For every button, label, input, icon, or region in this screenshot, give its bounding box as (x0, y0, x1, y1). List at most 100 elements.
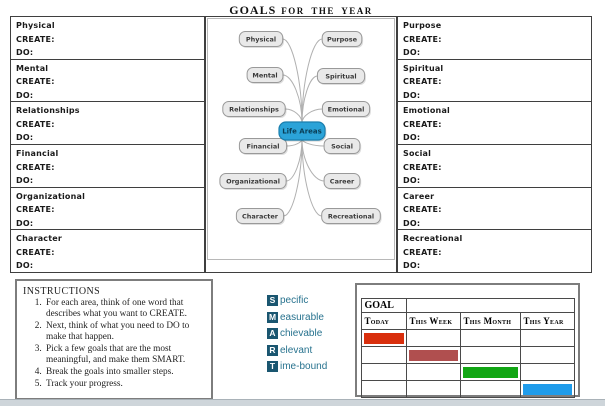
mindmap-node-label: Organizational (226, 177, 280, 185)
area-cell-mental: Mental CREATE: DO: (11, 60, 204, 103)
progress-bar (408, 349, 458, 361)
col-header-this-year: This Year (519, 312, 575, 330)
create-label: CREATE: (403, 247, 442, 257)
mindmap-connector (301, 108, 323, 124)
create-label: CREATE: (16, 205, 55, 215)
mindmap-node (323, 138, 361, 154)
area-label: Recreational (403, 234, 463, 244)
mindmap-node-label: Purpose (327, 35, 358, 43)
do-label: DO: (403, 218, 421, 228)
area-label: Social (403, 149, 432, 159)
mindmap-node (238, 138, 288, 154)
area-cell-relationships: Relationships CREATE: DO: (11, 102, 204, 146)
mindmap-node (321, 31, 363, 47)
instructions-box: INSTRUCTIONS For each area, think of one… (15, 279, 213, 400)
track-cell (360, 346, 407, 364)
create-label: CREATE: (16, 162, 55, 172)
mindmap-connector (285, 108, 303, 124)
progress-bar (522, 383, 572, 395)
mindmap-node (235, 208, 285, 224)
goal-tracker-box: GOAL Today This Week This Month This Yea… (355, 283, 580, 398)
do-label: DO: (16, 90, 34, 100)
area-cell-career: Career CREATE: DO: (398, 188, 591, 231)
life-areas-mindmap: PhysicalMentalRelationshipsFinancialOrga… (207, 18, 395, 260)
progress-bar (462, 366, 518, 378)
area-cell-social: Social CREATE: DO: (398, 145, 591, 188)
mindmap-node-label: Physical (246, 35, 276, 43)
track-cell (459, 329, 521, 347)
create-label: CREATE: (403, 162, 442, 172)
do-label: DO: (403, 90, 421, 100)
page-title-main: GOALS (229, 3, 277, 17)
area-label: Financial (16, 149, 59, 159)
smart-letter-badge: A (267, 328, 278, 339)
mindmap-node (316, 68, 366, 84)
mindmap-nodes: PhysicalMentalRelationshipsFinancialOrga… (219, 31, 382, 225)
area-cell-organizational: Organizational CREATE: DO: (11, 188, 204, 231)
mindmap-node-label: Career (330, 177, 355, 185)
do-label: DO: (403, 133, 421, 143)
goal-table: GOAL Today This Week This Month This Yea… (360, 298, 575, 398)
track-cell (405, 346, 461, 364)
col-header-today: Today (360, 312, 407, 330)
smart-letter-badge: R (267, 344, 278, 356)
area-cell-spiritual: Spiritual CREATE: DO: (398, 60, 591, 103)
instruction-item: For each area, think of one word that de… (44, 298, 209, 320)
mindmap-node (219, 173, 287, 189)
do-label: DO: (16, 261, 34, 271)
mindmap-connector (301, 75, 318, 124)
mindmap-node-label: Recreational (328, 212, 374, 220)
track-cell (519, 346, 575, 364)
track-cell (519, 329, 575, 347)
create-label: CREATE: (403, 205, 442, 215)
smart-letter-badge: S (267, 295, 278, 306)
mindmap-node-label: Character (242, 212, 279, 220)
mindmap-node (321, 101, 371, 117)
goal-title-row: GOAL (360, 298, 575, 313)
mindmap-node (323, 173, 361, 189)
track-cell (459, 380, 521, 398)
page-title-sub: FOR THE YEAR (281, 6, 373, 16)
instruction-item: Track your progress. (44, 379, 209, 390)
create-label: CREATE: (16, 34, 55, 44)
area-cell-recreational: Recreational CREATE: DO: (398, 230, 591, 272)
area-label: Character (16, 234, 63, 244)
mindmap-node (238, 31, 284, 47)
track-cell (405, 363, 461, 381)
do-label: DO: (16, 48, 34, 57)
track-cell (360, 363, 407, 381)
mindmap-node-label: Financial (246, 142, 279, 150)
create-label: CREATE: (16, 77, 55, 87)
do-label: DO: (403, 176, 421, 186)
track-cell (459, 363, 521, 381)
area-label: Spiritual (403, 63, 444, 73)
goals-worksheet-grid: Physical CREATE: DO: Mental CREATE: DO: … (10, 16, 592, 273)
col-header-this-week: This Week (405, 312, 461, 330)
goal-track-row (360, 329, 575, 347)
mindmap-node-label: Emotional (328, 105, 365, 113)
create-label: CREATE: (403, 119, 442, 129)
track-cell (459, 346, 521, 364)
mindmap-node (246, 67, 284, 83)
instruction-item: Break the goals into smaller steps. (44, 367, 209, 378)
track-cell (360, 380, 407, 398)
create-label: CREATE: (403, 34, 442, 44)
instruction-item: Pick a few goals that are the most meani… (44, 344, 209, 366)
track-cell (405, 329, 461, 347)
col-header-this-month: This Month (459, 312, 521, 330)
smart-word: easurable (280, 311, 324, 323)
page-title: GOALS FOR THE YEAR (10, 1, 592, 19)
do-label: DO: (16, 218, 34, 228)
track-cell (405, 380, 461, 398)
mindmap-node-label: Relationships (229, 105, 279, 113)
area-label: Physical (16, 21, 55, 30)
smart-word: elevant (280, 344, 313, 356)
area-label: Organizational (16, 191, 86, 201)
mindmap-node (321, 208, 381, 224)
do-label: DO: (403, 48, 421, 57)
area-label: Purpose (403, 21, 442, 30)
